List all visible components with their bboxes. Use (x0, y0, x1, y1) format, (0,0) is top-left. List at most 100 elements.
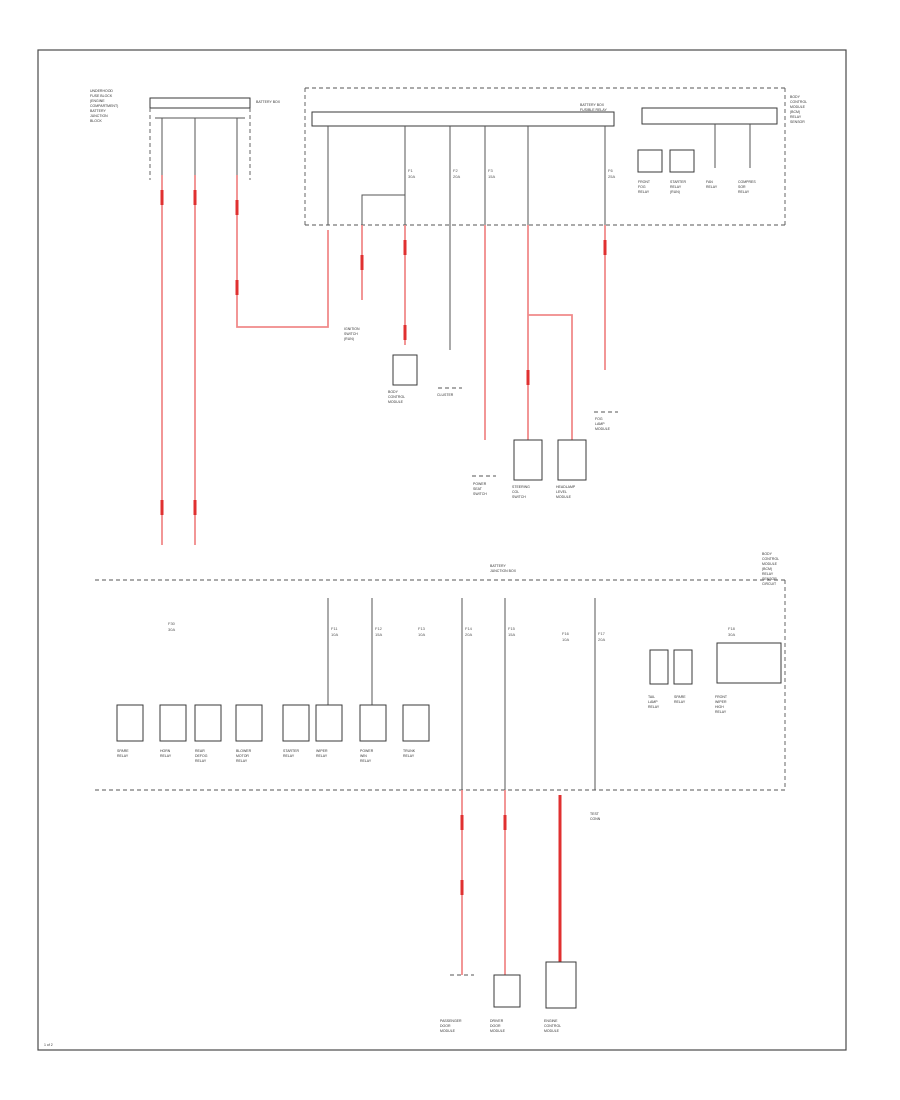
ddm-l2: MODULE (490, 1029, 506, 1033)
bfb-fuse-4-rating: 20A (465, 632, 472, 637)
bfb-right-3: (BCM) (762, 567, 772, 571)
bfb-right-relay-2-l0: SPARE (674, 695, 686, 699)
ddm-l1: DOOR (490, 1024, 501, 1028)
engine-control-module: ENGINE CONTROL MODULE (544, 961, 577, 1033)
bfb-relay-7: POWER WIN RELAY (359, 704, 387, 763)
bfb-right-relay-1-l1: LAMP (648, 700, 658, 704)
ign-l1: SWITCH (344, 332, 358, 336)
flm-l2: MODULE (595, 427, 611, 431)
bcm-l2: MODULE (388, 400, 404, 404)
steering-col-switch: STEERING COL SWITCH (512, 439, 543, 499)
bfb-fuse-1-id: F11 (331, 626, 338, 631)
bfb-right-1: CONTROL (762, 557, 779, 561)
bfb-relay-4-box (235, 704, 263, 742)
bfb-relay-5-box (282, 704, 310, 742)
tfb-fuse-3-rating: 15A (488, 174, 495, 179)
bfb-relay-7-l2: RELAY (360, 759, 372, 763)
pdm-l0: PASSENGER (440, 1019, 462, 1023)
mid-components: IGNITION SWITCH (RUN) BODY CONTROL MODUL… (344, 327, 618, 499)
bfb-subtitle: JUNCTION BOX (490, 569, 517, 573)
bfb-left-fuse-rating: 30A (168, 627, 175, 632)
tfb-relay-4-l0: COMPRES (738, 180, 756, 184)
bfb-right-relay-2-l1: RELAY (674, 700, 686, 704)
bfb-fuse-6-id: F16 (562, 631, 570, 636)
bfb-relay-3-l0: REAR (195, 749, 205, 753)
ecm-l0: ENGINE (544, 1019, 558, 1023)
left-red-wires (160, 175, 329, 545)
bfb-fuse-8-rating: 30A (728, 632, 735, 637)
bfb-fuse-7-id: F17 (598, 631, 606, 636)
bottom-fuse-block: BATTERY JUNCTION BOX BODY CONTROL MODULE… (95, 552, 786, 821)
body-control-module: BODY CONTROL MODULE (388, 354, 418, 404)
hlm-box (557, 439, 587, 481)
bfb-fuse-5-rating: 15A (508, 632, 515, 637)
pss-l2: SWITCH (473, 492, 487, 496)
bfb-right-2: MODULE (762, 562, 778, 566)
tl-label-2: (ENGINE (90, 99, 105, 103)
tfb-fuse-2-id: F2 (453, 168, 458, 173)
tfb-relay-3-l1: RELAY (706, 185, 718, 189)
bfb-relay-3-box (194, 704, 222, 742)
tl-label-4: BATTERY (90, 109, 106, 113)
tfb-fuse-1-id: F1 (408, 168, 413, 173)
tfb-subtitle: FUSIBLE RELAY (580, 108, 607, 112)
ign-l0: IGNITION (344, 327, 360, 331)
bfb-relay-4-l1: MOTOR (236, 754, 249, 758)
tfb-fuse-2-rating: 20A (453, 174, 460, 179)
bfb-relay-8-l0: TRUNK (403, 749, 416, 753)
bcm-box (392, 354, 418, 386)
bottom-components: PASSENGER DOOR MODULE DRIVER DOOR MODULE… (440, 961, 577, 1033)
ecm-l2: MODULE (544, 1029, 560, 1033)
bfb-fuse-8-id: F18 (728, 626, 736, 631)
bfb-right-4: RELAY (762, 572, 774, 576)
bfb-test-l1: CONN (590, 817, 601, 821)
bfb-relay-2-l0: HORN (160, 749, 171, 753)
tfb-relay-1-l1: FOG (638, 185, 646, 189)
bfb-relay-1: SPARE RELAY (116, 704, 144, 758)
tfb-relay-2-l1: RELAY (670, 185, 682, 189)
hlm-l1: LEVEL (556, 490, 567, 494)
bfb-right-relay-3: FRONT WIPER HIGH RELAY (715, 642, 782, 714)
tl-label-0: UNDERHOOD (90, 89, 113, 93)
tl-label-6: BLOCK (90, 119, 103, 123)
ecm-l1: CONTROL (544, 1024, 561, 1028)
bfb-relay-1-box (116, 704, 144, 742)
tfb-side-3: (BCM) (790, 110, 800, 114)
top-left-connector: UNDERHOOD FUSE BLOCK (ENGINE COMPARTMENT… (90, 89, 281, 180)
bfb-relay-3-l1: DEFOG (195, 754, 208, 758)
tfb-side-0: BODY (790, 95, 801, 99)
bfb-relay-1-l0: SPARE (117, 749, 129, 753)
headlamp-level-module: HEADLAMP LEVEL MODULE (556, 439, 587, 499)
bfb-relay-1-l1: RELAY (117, 754, 129, 758)
bfb-left-fuse-id: F30 (168, 621, 176, 626)
pdm-l1: DOOR (440, 1024, 451, 1028)
tfb-title: BATTERY BOX (580, 103, 605, 107)
tfb-relay-4-l1: SOR (738, 185, 746, 189)
bfb-relay-6: WIPER RELAY (315, 704, 343, 758)
ddm-l0: DRIVER (490, 1019, 504, 1023)
tfb-fuse-3-id: F3 (488, 168, 493, 173)
bfb-fuse-3-id: F13 (418, 626, 426, 631)
tfb-relay-4: COMPRES SOR RELAY (738, 124, 756, 194)
passenger-door-module: PASSENGER DOOR MODULE (440, 974, 474, 1033)
tfb-relay-3: FAN RELAY (706, 124, 718, 189)
bfb-fuse-2-rating: 15A (375, 632, 382, 637)
ddm-box (493, 974, 521, 1008)
bfb-right-relay-3-box (716, 642, 782, 684)
bfb-right-relay-2-box (673, 649, 693, 685)
bfb-right-relay-1: TAIL LAMP RELAY (648, 649, 669, 709)
bfb-right-relay-3-l0: FRONT (715, 695, 728, 699)
tfb-side-4: RELAY (790, 115, 802, 119)
bfb-relay-2-box (159, 704, 187, 742)
cluster-l0: CLUSTER (437, 393, 454, 397)
bfb-fuse-4-id: F14 (465, 626, 473, 631)
bfb-relay-2: HORN RELAY (159, 704, 187, 758)
bfb-fuse-5-id: F15 (508, 626, 516, 631)
tfb-bus-bar (311, 111, 615, 127)
tfb-relay-header (641, 107, 778, 125)
tfb-relay-1: FRONT FOG RELAY (637, 149, 663, 194)
bfb-fuse-7-rating: 20A (598, 637, 605, 642)
tfb-relay-1-l0: FRONT (638, 180, 651, 184)
bfb-right-relay-1-l0: TAIL (648, 695, 655, 699)
tfb-side-1: CONTROL (790, 100, 807, 104)
